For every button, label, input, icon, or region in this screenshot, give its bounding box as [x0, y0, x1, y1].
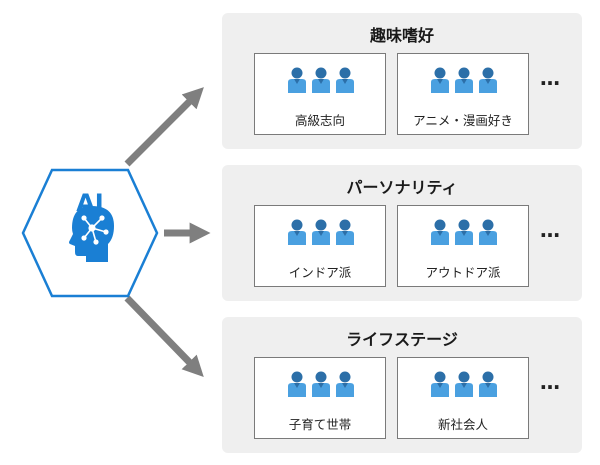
people-icon: [288, 219, 354, 245]
segment-label: アニメ・漫画好き: [413, 113, 513, 128]
panel-personality: パーソナリティ インドア派 アウトドア派 …: [222, 165, 582, 301]
people-icon: [288, 371, 354, 397]
panel-title: 趣味嗜好: [369, 26, 434, 45]
segment-card[interactable]: アニメ・漫画好き: [397, 53, 529, 135]
panel-title: パーソナリティ: [346, 178, 458, 197]
arrow-to-hobbies: [124, 87, 204, 167]
people-icon: [288, 67, 354, 93]
segment-card[interactable]: アウトドア派: [397, 205, 529, 287]
segment-label: インドア派: [288, 265, 352, 280]
segment-card[interactable]: インドア派: [254, 205, 386, 287]
panel-hobbies: 趣味嗜好 高級志向 アニメ・漫画好き …: [222, 13, 582, 149]
people-icon: [431, 67, 497, 93]
segment-card[interactable]: 新社会人: [397, 357, 529, 439]
more-ellipsis: …: [540, 218, 561, 242]
segment-card[interactable]: 子育て世帯: [254, 357, 386, 439]
panel-title: ライフステージ: [346, 330, 458, 349]
people-icon: [431, 219, 497, 245]
segment-label: アウトドア派: [425, 265, 501, 280]
ai-label: AI: [76, 189, 104, 217]
more-ellipsis: …: [540, 66, 561, 90]
segment-label: 新社会人: [437, 417, 488, 432]
people-icon: [431, 371, 497, 397]
segment-card[interactable]: 高級志向: [254, 53, 386, 135]
panel-life-stage: ライフステージ 子育て世帯 新社会人 …: [222, 317, 582, 453]
more-ellipsis: …: [540, 370, 561, 394]
brain-head-icon: [69, 206, 114, 262]
segment-label: 高級志向: [294, 113, 345, 128]
arrow-to-lifestage: [124, 295, 204, 378]
segment-label: 子育て世帯: [288, 417, 352, 432]
